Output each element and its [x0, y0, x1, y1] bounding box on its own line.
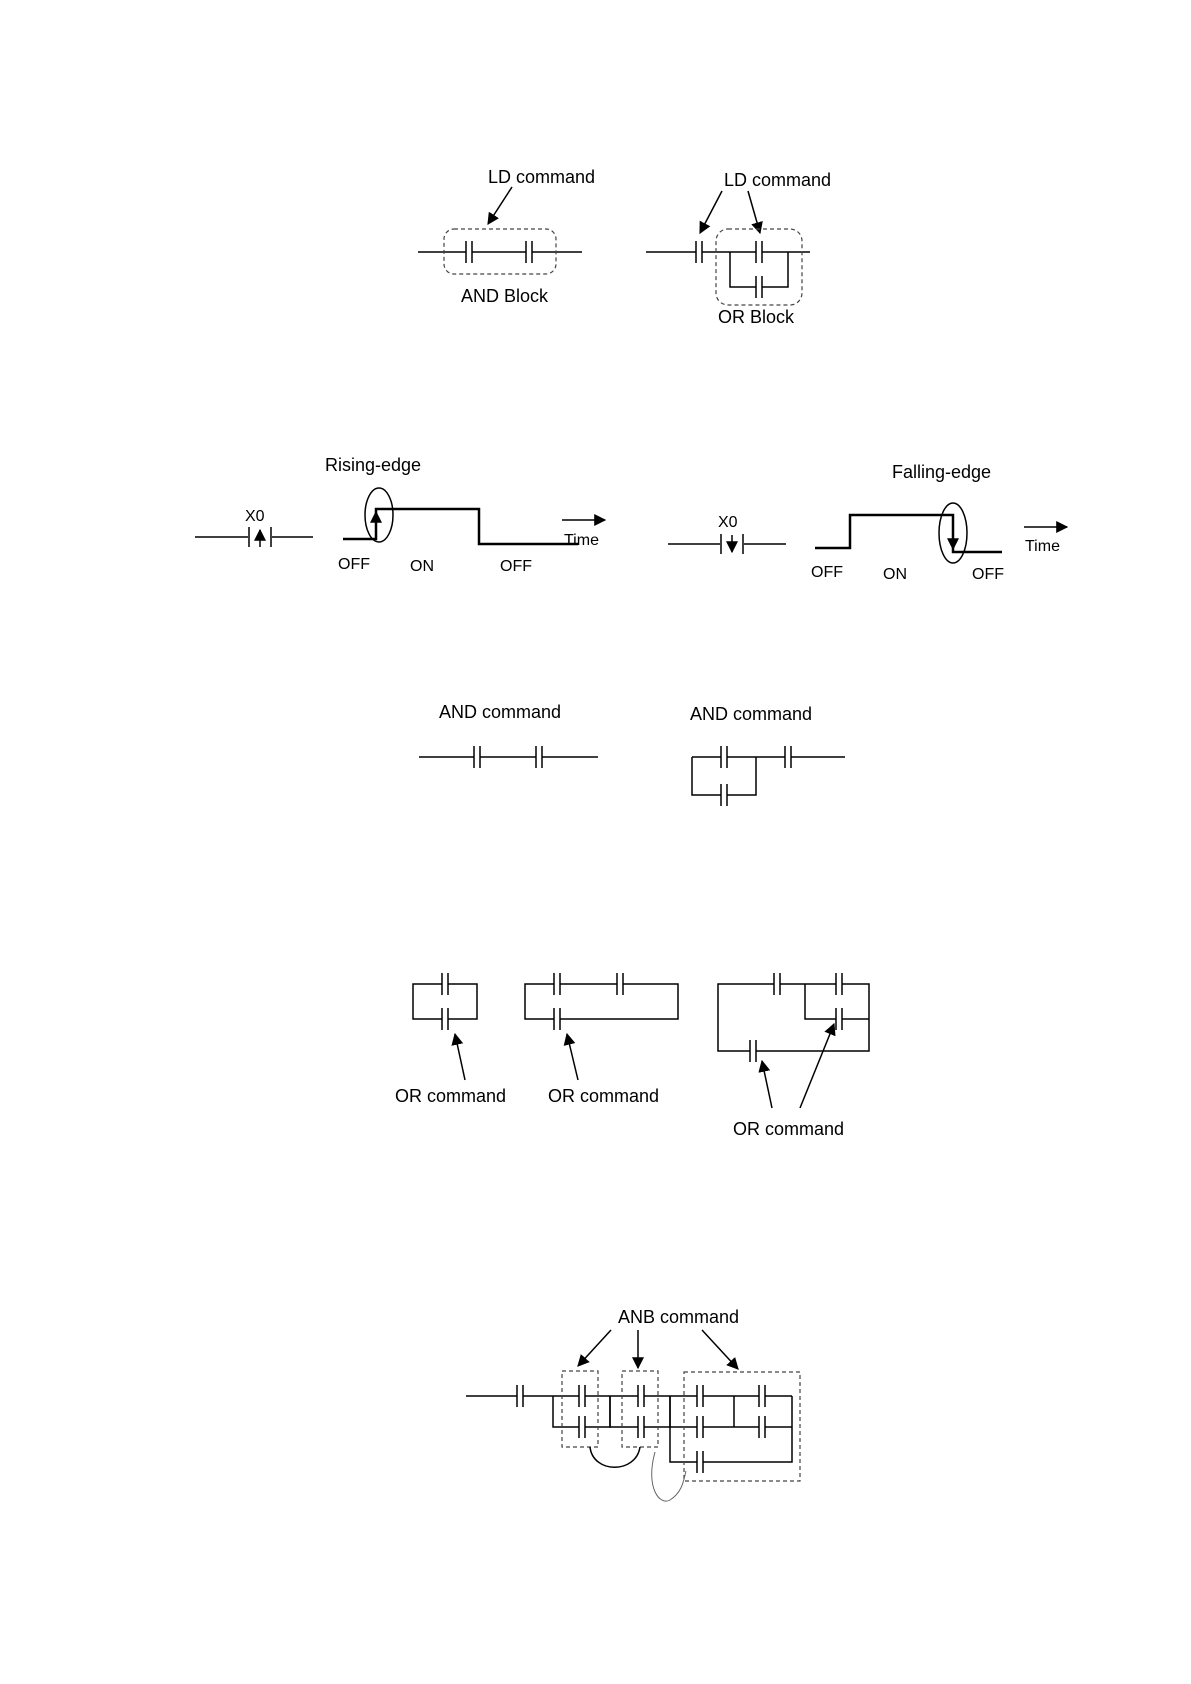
anb-block-3-contact-d — [759, 1416, 765, 1438]
rising-edge-diagram: Rising-edge X0 OFF ON OFF Time — [195, 455, 605, 575]
or-command-3-arrow-to-inner — [800, 1024, 834, 1108]
or-block-parallel-contact — [756, 276, 762, 298]
or-block-diagram: LD command OR Block — [646, 170, 831, 327]
or-block-label: OR Block — [718, 307, 795, 327]
rising-edge-waveform — [343, 509, 578, 544]
falling-contact-label: X0 — [718, 514, 738, 531]
rising-contact-label: X0 — [245, 508, 265, 525]
or-command-diagram-1: OR command — [395, 973, 506, 1106]
ld-command-arrow-to-or-block — [748, 191, 760, 233]
anb-block-3-contact-c — [697, 1416, 703, 1438]
falling-off-before-label: OFF — [811, 564, 843, 581]
anb-arrow-left — [578, 1330, 611, 1366]
falling-edge-contact — [720, 534, 744, 554]
or-command-1-bottom-contact — [442, 1008, 448, 1030]
or-command-2-loop — [525, 984, 678, 1019]
anb-block-1-top-contact — [579, 1385, 585, 1407]
ld-command-arrow-left — [488, 187, 512, 224]
and-command-contact-2 — [536, 746, 542, 768]
rising-edge-highlight-circle — [365, 488, 393, 542]
or-command-diagram-3: OR command — [718, 973, 869, 1139]
and-command-label-right: AND command — [690, 704, 812, 724]
rising-on-label: ON — [410, 558, 434, 575]
and-command-top-contact — [721, 746, 727, 768]
and-block-diagram: LD command AND Block — [418, 167, 595, 306]
anb-command-diagram: ANB command — [466, 1307, 800, 1501]
or-command-3-outer-loop — [718, 984, 869, 1051]
anb-series-contact — [517, 1385, 523, 1407]
falling-on-label: ON — [883, 566, 907, 583]
and-command-series-diagram: AND command — [419, 702, 598, 768]
or-command-2-top-contact-1 — [554, 973, 560, 995]
or-command-2-bottom-contact — [554, 1008, 560, 1030]
or-block-top-contact — [756, 241, 762, 263]
falling-edge-title: Falling-edge — [892, 462, 991, 482]
anb-block-3-outer-branch — [670, 1396, 792, 1462]
rising-off-after-label: OFF — [500, 558, 532, 575]
and-block-contact-2 — [526, 241, 532, 263]
or-command-1-top-contact — [442, 973, 448, 995]
rising-time-label: Time — [564, 532, 599, 549]
anb-block-1-bottom-contact — [579, 1416, 585, 1438]
rising-off-before-label: OFF — [338, 556, 370, 573]
falling-edge-diagram: Falling-edge X0 OFF ON OFF Time — [668, 462, 1067, 583]
anb-connector-curve-2 — [652, 1452, 686, 1501]
and-command-parallel-diagram: AND command — [690, 704, 845, 806]
and-command-contact-1 — [474, 746, 480, 768]
anb-connector-curve-1 — [590, 1447, 640, 1467]
anb-block-2-top-contact — [638, 1385, 644, 1407]
or-command-3-top-contact-1 — [774, 973, 780, 995]
ld-command-label-right: LD command — [724, 170, 831, 190]
anb-block-3-contact-e — [697, 1451, 703, 1473]
anb-block-3-contact-a — [697, 1385, 703, 1407]
falling-off-after-label: OFF — [972, 566, 1004, 583]
or-command-2-arrow — [567, 1034, 578, 1080]
or-command-label-1: OR command — [395, 1086, 506, 1106]
or-command-1-arrow — [455, 1034, 465, 1080]
rising-edge-title: Rising-edge — [325, 455, 421, 475]
or-command-diagram-2: OR command — [525, 973, 678, 1106]
and-block-label: AND Block — [461, 286, 549, 306]
or-command-label-2: OR command — [548, 1086, 659, 1106]
anb-arrow-right — [702, 1330, 738, 1369]
anb-command-label: ANB command — [618, 1307, 739, 1327]
anb-block-3-contact-b — [759, 1385, 765, 1407]
and-command-bottom-contact — [721, 784, 727, 806]
falling-edge-waveform — [815, 515, 1002, 552]
or-block-series-contact — [696, 241, 702, 263]
or-command-3-top-contact-2 — [836, 973, 842, 995]
ld-command-arrow-to-first-contact — [700, 191, 722, 233]
and-block-contact-1 — [466, 241, 472, 263]
or-command-3-inner-contact — [836, 1008, 842, 1030]
or-command-3-bottom-contact — [750, 1040, 756, 1062]
and-command-label-left: AND command — [439, 702, 561, 722]
or-command-2-top-contact-2 — [617, 973, 623, 995]
falling-time-label: Time — [1025, 538, 1060, 555]
and-command-series-contact — [785, 746, 791, 768]
rising-edge-contact — [248, 527, 272, 547]
anb-block-2-bottom-contact — [638, 1416, 644, 1438]
or-command-3-arrow-to-bottom — [762, 1061, 772, 1108]
or-command-label-3: OR command — [733, 1119, 844, 1139]
ld-command-label-left: LD command — [488, 167, 595, 187]
